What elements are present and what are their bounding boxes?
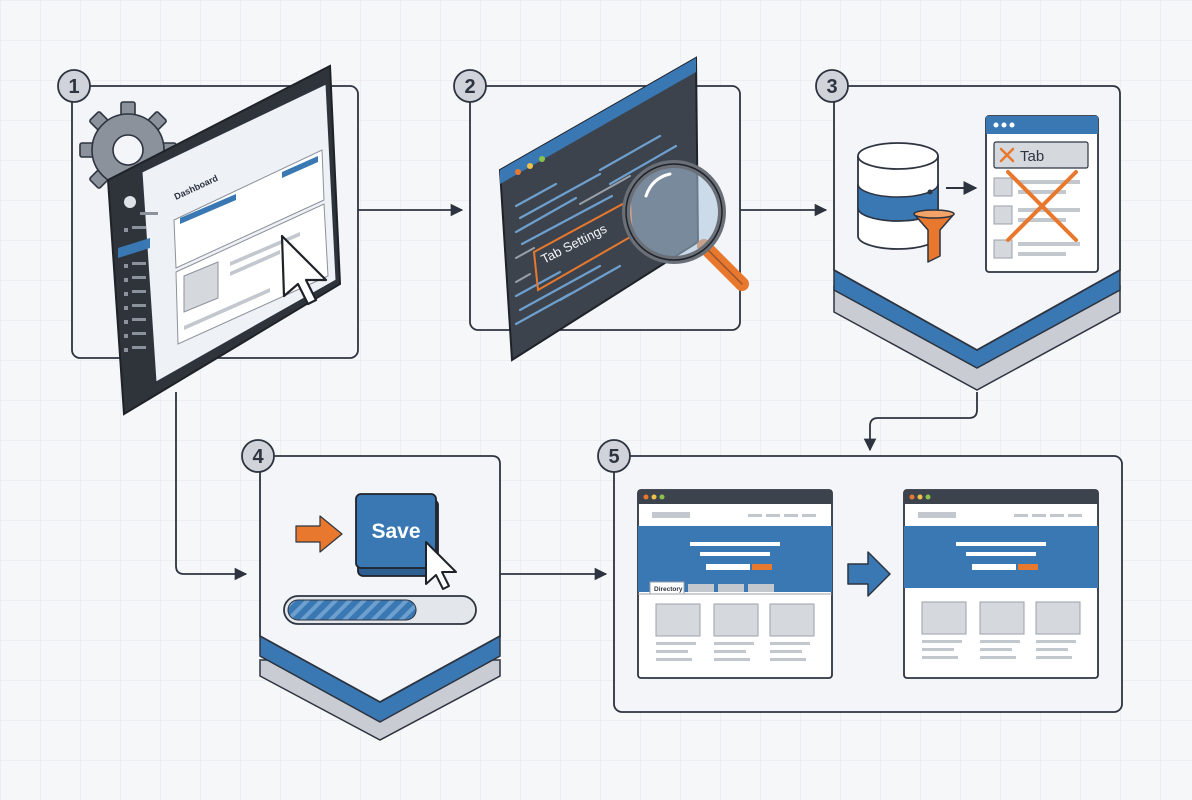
connector-1-to-4 bbox=[175, 392, 248, 581]
close-x-icon bbox=[999, 147, 1015, 163]
browser-before: Directory bbox=[637, 489, 833, 679]
tab-settings-window: Tab bbox=[985, 115, 1099, 273]
mouse-cursor-icon bbox=[425, 541, 457, 590]
directory-tabs: Directory bbox=[649, 581, 774, 595]
browser-after bbox=[903, 489, 1099, 679]
big-x-icon bbox=[1006, 170, 1078, 242]
step-3-number: 3 bbox=[826, 76, 837, 98]
step-2: Tab Settings 2 bbox=[453, 56, 749, 362]
step-5-number: 5 bbox=[608, 446, 619, 468]
arrow-right-icon bbox=[847, 551, 891, 597]
dashboard-window: Dashboard bbox=[106, 64, 342, 416]
dashboard-sidebar bbox=[118, 196, 158, 352]
tab-item-label: Tab bbox=[1020, 148, 1044, 165]
step-3: Tab 3 bbox=[815, 69, 1121, 391]
tab-item bbox=[993, 141, 1089, 169]
step-5: Directory bbox=[597, 439, 1123, 713]
step-5-badge: 5 bbox=[597, 439, 631, 473]
step-1-badge: 1 bbox=[57, 69, 91, 103]
directory-tab-label: Directory bbox=[654, 586, 683, 593]
code-lines bbox=[514, 134, 678, 326]
step-2-number: 2 bbox=[464, 76, 475, 98]
database-icon bbox=[857, 142, 939, 250]
magnifier-icon bbox=[622, 160, 749, 291]
sidebar-active-item bbox=[118, 238, 150, 258]
save-button-label: Save bbox=[371, 520, 420, 543]
step-4-badge: 4 bbox=[241, 439, 275, 473]
step-1-number: 1 bbox=[68, 76, 79, 98]
save-button[interactable]: Save bbox=[355, 493, 439, 577]
step-2-badge: 2 bbox=[453, 69, 487, 103]
connector-3-to-5 bbox=[863, 392, 978, 452]
step-4: Save 4 bbox=[241, 439, 501, 741]
connectors bbox=[175, 203, 978, 581]
step-4-number: 4 bbox=[252, 446, 264, 468]
save-progress-bar bbox=[283, 595, 477, 625]
funnel-icon bbox=[913, 209, 955, 263]
orange-arrow-icon bbox=[295, 515, 343, 553]
progress-fill bbox=[287, 599, 417, 621]
code-editor-window: Tab Settings bbox=[498, 56, 700, 362]
mouse-cursor-icon bbox=[280, 234, 328, 306]
step-3-badge: 3 bbox=[815, 69, 849, 103]
step-1: Dashboard 1 bbox=[57, 64, 359, 416]
wordpress-logo-icon bbox=[124, 196, 136, 208]
